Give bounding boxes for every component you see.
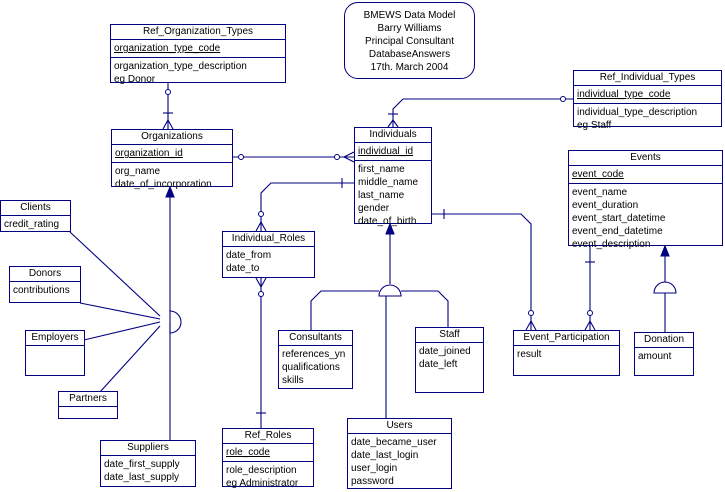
rel-orgtypes-organizations <box>162 83 174 130</box>
rel-indtypes-individuals <box>387 96 573 128</box>
entity-title: Consultants <box>279 331 352 346</box>
entity-title: Partners <box>59 392 117 407</box>
note-line-3: Principal Consultant <box>365 36 454 47</box>
entity-title: Individuals <box>355 128 431 143</box>
attribute: eg Staff <box>577 120 612 131</box>
attribute: user_login <box>351 463 398 474</box>
attribute: skills <box>282 375 304 386</box>
rel-organizations-individuals <box>233 151 355 163</box>
attribute: date_of_incorporation <box>115 179 212 190</box>
attribute: references_yn <box>282 349 346 360</box>
attribute: date_became_user <box>351 437 437 448</box>
attribute: event_duration <box>572 200 639 211</box>
entity-title: Employers <box>26 331 84 346</box>
entity-title: Ref_Individual_Types <box>574 71 721 86</box>
attribute: eg Donor <box>114 74 156 85</box>
entity-title: Donors <box>10 267 80 282</box>
entity-suppliers[interactable]: Suppliers date_first_supply date_last_su… <box>100 440 196 487</box>
entity-title: Donation <box>635 333 693 348</box>
entity-title: Individual_Roles <box>223 232 314 247</box>
rel-individuals-roles <box>255 178 354 232</box>
entity-employers[interactable]: Employers <box>25 330 85 376</box>
entity-title: Ref_Roles <box>223 429 313 444</box>
entity-users[interactable]: Users date_became_user date_last_login u… <box>347 418 452 489</box>
entity-title: Clients <box>1 201 70 216</box>
subtype-organizations <box>69 185 182 440</box>
attribute: last_name <box>358 190 405 201</box>
attribute: event_name <box>572 187 628 198</box>
pk-attribute: individual_id <box>358 146 414 157</box>
subtype-individuals <box>310 222 449 418</box>
attribute: date_joined <box>419 346 471 357</box>
entity-individuals[interactable]: Individuals individual_id first_name mid… <box>354 127 432 227</box>
attribute: date_to <box>226 263 260 274</box>
subtype-events-donation <box>653 244 677 332</box>
attribute: date_first_supply <box>104 459 180 470</box>
attribute: event_end_datetime <box>572 226 663 237</box>
entity-event-participation[interactable]: Event_Participation result <box>513 330 620 376</box>
entity-partners[interactable]: Partners <box>58 391 118 419</box>
entity-ref-organization-types[interactable]: Ref_Organization_Types organization_type… <box>110 24 286 85</box>
entity-organizations[interactable]: Organizations organization_id org_name d… <box>111 129 233 190</box>
attribute: date_left <box>419 359 458 370</box>
entity-ref-individual-types[interactable]: Ref_Individual_Types individual_type_cod… <box>573 70 722 131</box>
pk-attribute: organization_type_code <box>114 43 221 54</box>
attribute: event_start_datetime <box>572 213 666 224</box>
entity-staff[interactable]: Staff date_joined date_left <box>415 327 484 393</box>
note-line-2: Barry Williams <box>377 23 442 34</box>
pk-attribute: organization_id <box>115 148 183 159</box>
attribute: first_name <box>358 164 405 175</box>
entity-clients[interactable]: Clients credit_rating <box>0 200 71 232</box>
pk-attribute: role_code <box>226 447 270 458</box>
entity-events[interactable]: Events event_code event_name event_durat… <box>568 150 723 250</box>
note-line-4: DatabaseAnswers <box>368 49 451 60</box>
entity-title: Organizations <box>112 130 232 145</box>
pk-attribute: event_code <box>572 169 624 180</box>
attribute: credit_rating <box>4 219 60 230</box>
entity-consultants[interactable]: Consultants references_yn qualifications… <box>278 330 353 389</box>
attribute: org_name <box>115 166 161 177</box>
attribute: organization_type_description <box>114 61 247 72</box>
attribute: middle_name <box>358 177 419 188</box>
entity-donation[interactable]: Donation amount <box>634 332 694 376</box>
attribute: password <box>351 476 394 487</box>
entity-individual-roles[interactable]: Individual_Roles date_from date_to <box>222 231 315 278</box>
attribute: eg Administrator <box>226 478 299 489</box>
entity-title: Event_Participation <box>514 331 619 346</box>
entity-ref-roles[interactable]: Ref_Roles role_code role_description eg … <box>222 428 314 489</box>
attribute: event_description <box>572 239 651 250</box>
attribute: date_last_login <box>351 450 419 461</box>
attribute: qualifications <box>282 362 340 373</box>
rel-individuals-eventpart <box>432 209 537 331</box>
attribute: contributions <box>13 285 70 296</box>
attribute: role_description <box>226 465 297 476</box>
attribute: amount <box>638 351 672 362</box>
entity-title: Users <box>348 419 451 434</box>
entity-title: Suppliers <box>101 441 195 456</box>
rel-refroles-roles <box>255 277 267 428</box>
note-line-1: BMEWS Data Model <box>363 10 456 21</box>
pk-attribute: individual_type_code <box>577 89 671 100</box>
diagram-title-note: BMEWS Data Model Barry Williams Principa… <box>344 2 475 79</box>
attribute: date_from <box>226 250 272 261</box>
note-line-5: 17th. March 2004 <box>370 62 449 73</box>
entity-title: Events <box>569 151 722 166</box>
entity-title: Ref_Organization_Types <box>111 25 285 40</box>
attribute: gender <box>358 203 390 214</box>
attribute: date_of_birth <box>358 216 417 227</box>
rel-events-eventpart <box>584 246 596 331</box>
entity-donors[interactable]: Donors contributions <box>9 266 81 303</box>
attribute: result <box>517 349 542 360</box>
attribute: date_last_supply <box>104 472 180 483</box>
entity-title: Staff <box>416 328 483 343</box>
attribute: individual_type_description <box>577 107 698 118</box>
